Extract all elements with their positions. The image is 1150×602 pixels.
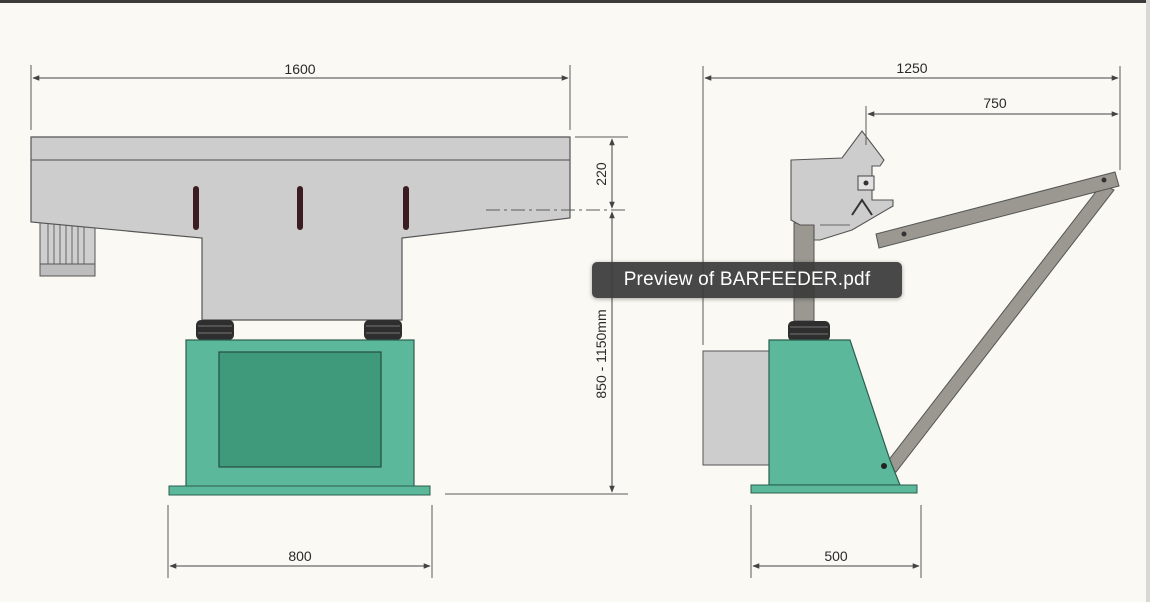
slot-right bbox=[403, 186, 409, 230]
front-green-panel bbox=[218, 351, 382, 468]
slot-middle bbox=[297, 186, 303, 230]
side-gray-box bbox=[702, 350, 771, 466]
dim-label-1250: 1250 bbox=[896, 60, 927, 76]
spring-mount-left bbox=[196, 320, 234, 340]
front-base-plate bbox=[168, 485, 431, 496]
dim-label-800: 800 bbox=[288, 548, 312, 564]
front-view: 1600 800 220 850 - 1150mm bbox=[30, 61, 628, 578]
top-frame-line bbox=[0, 0, 1150, 3]
dim-label-1600: 1600 bbox=[284, 61, 315, 77]
spring-mount-right bbox=[364, 320, 402, 340]
dim-label-500: 500 bbox=[824, 548, 848, 564]
right-frame-edge bbox=[1146, 0, 1150, 602]
dim-label-750: 750 bbox=[983, 95, 1007, 111]
dim-label-220: 220 bbox=[593, 162, 609, 186]
slot-left bbox=[193, 186, 199, 230]
dim-label-height: 850 - 1150mm bbox=[593, 309, 609, 398]
side-head bbox=[790, 130, 894, 241]
side-base-plate bbox=[750, 484, 918, 494]
side-green-base bbox=[768, 339, 901, 486]
feeding-arm bbox=[875, 171, 1120, 249]
preview-tooltip: Preview of BARFEEDER.pdf bbox=[592, 262, 902, 298]
side-spring-mount bbox=[788, 321, 830, 341]
motor-unit bbox=[39, 221, 96, 277]
